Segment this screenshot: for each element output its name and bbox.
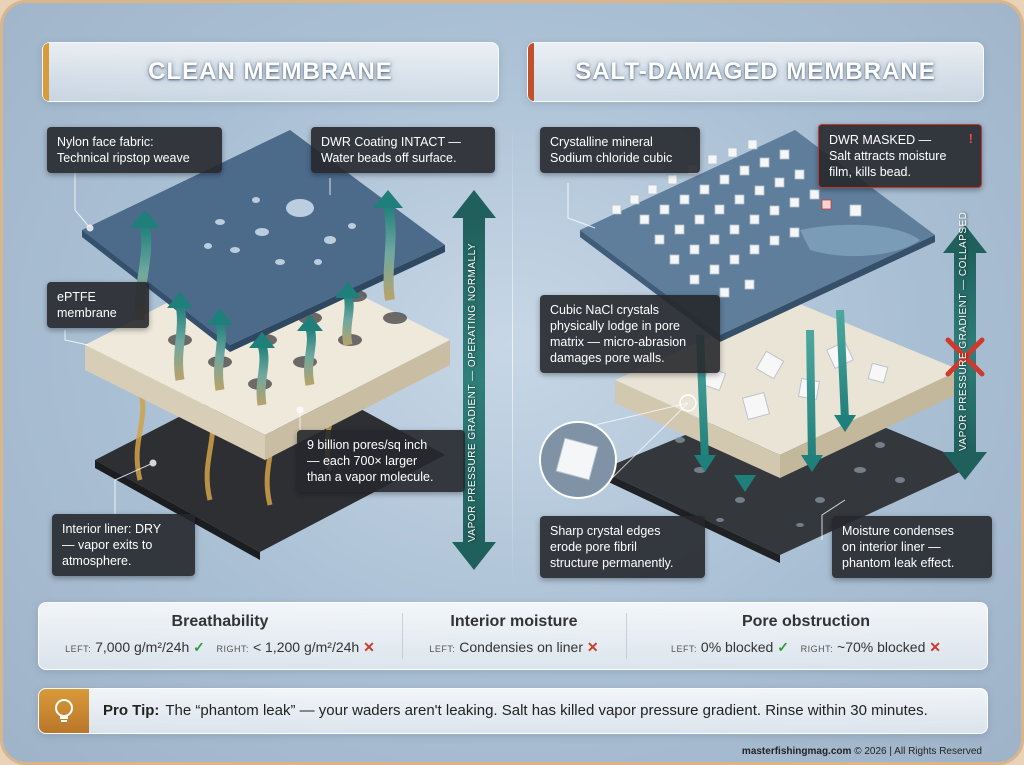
right-value: ~70% blocked (837, 639, 926, 655)
pro-tip-bar: Pro Tip: The “phantom leak” — your waders… (38, 688, 988, 734)
callout-title: DWR MASKED — (829, 133, 932, 147)
callout-line: Sharp crystal edges (550, 524, 661, 538)
callout-interior-liner-dry: Interior liner: DRY — vapor exits to atm… (52, 514, 195, 576)
callout-line: Salt attracts moisture (829, 149, 947, 163)
callout-body: membrane (57, 306, 117, 320)
warning-icon: ! (968, 131, 973, 146)
callout-line: film, kills bead. (829, 165, 911, 179)
callout-moisture-condenses: Moisture condenses on interior liner — p… (832, 516, 992, 578)
callout-title: ePTFE (57, 290, 96, 304)
footer-rights: © 2026 | All Rights Reserved (854, 746, 982, 757)
callout-line: structure permanently. (550, 556, 674, 570)
cross-icon: ✕ (929, 639, 941, 655)
copyright-footer: masterfishingmag.com © 2026 | All Rights… (742, 746, 982, 757)
callout-body: Technical ripstop weave (57, 151, 190, 165)
left-value: 7,000 g/m²/24h (95, 639, 190, 655)
callout-title: Nylon face fabric: (57, 135, 154, 149)
callout-line: erode pore fibril (550, 540, 637, 554)
right-blocked-arrows (694, 309, 856, 492)
callout-line: 9 billion pores/sq inch (307, 438, 428, 452)
callout-pore-count: 9 billion pores/sq inch — each 700× larg… (297, 430, 465, 492)
callout-title: DWR Coating INTACT — (321, 135, 461, 149)
callout-leaders (64, 165, 846, 540)
crystal-magnifier (539, 394, 697, 499)
callout-line: atmosphere. (62, 554, 132, 568)
stat-breathability: Breathability LEFT: 7,000 g/m²/24h ✓ RIG… (39, 603, 401, 669)
left-gradient-label: VAPOR PRESSURE GRADIENT — OPERATING NORM… (467, 242, 478, 542)
callout-eptfe-membrane: ePTFE membrane (47, 282, 149, 328)
stat-heading: Interior moisture (450, 613, 578, 630)
left-value: 0% blocked (700, 639, 774, 655)
stat-values: LEFT: Condensies on liner ✕ (403, 639, 625, 656)
callout-line: on interior liner — (842, 540, 941, 554)
salt-damaged-header: SALT-DAMAGED MEMBRANE (527, 42, 984, 102)
right-gradient-label: VAPOR PRESSURE GRADIENT — COLLAPSED (958, 211, 969, 451)
left-label: LEFT: (429, 644, 456, 654)
callout-line: damages pore walls. (550, 351, 665, 365)
left-value: Condensies on liner (459, 639, 584, 655)
stat-pore-obstruction: Pore obstruction LEFT: 0% blocked ✓ RIGH… (627, 603, 985, 669)
callout-sharp-crystal-edges: Sharp crystal edges erode pore fibril st… (540, 516, 705, 578)
stat-values: LEFT: 7,000 g/m²/24h ✓ RIGHT: < 1,200 g/… (39, 639, 401, 656)
stat-separator (402, 613, 403, 659)
salt-crystals (611, 139, 862, 298)
check-icon: ✓ (777, 639, 789, 655)
stat-values: LEFT: 0% blocked ✓ RIGHT: ~70% blocked ✕ (627, 639, 985, 656)
callout-crystalline-mineral: Crystalline mineral Sodium chloride cubi… (540, 127, 700, 173)
pro-tip-text: Pro Tip: The “phantom leak” — your waders… (103, 702, 928, 719)
callout-nacl-crystals: Cubic NaCl crystals physically lodge in … (540, 295, 720, 373)
clean-membrane-header: CLEAN MEMBRANE (42, 42, 499, 102)
pro-tip-body: The “phantom leak” — your waders aren't … (165, 702, 928, 719)
stat-interior-moisture: Interior moisture LEFT: Condensies on li… (403, 603, 625, 669)
right-label: RIGHT: (216, 644, 250, 654)
left-label: LEFT: (671, 644, 698, 654)
cross-icon: ✕ (363, 639, 375, 655)
callout-line: — each 700× larger (307, 454, 418, 468)
header-accent (43, 43, 49, 101)
left-gradient-arrow (452, 190, 496, 570)
callout-line: phantom leak effect. (842, 556, 955, 570)
right-value: < 1,200 g/m²/24h (252, 639, 360, 655)
right-label: RIGHT: (800, 644, 834, 654)
left-label: LEFT: (65, 644, 92, 654)
comparison-stats-bar: Breathability LEFT: 7,000 g/m²/24h ✓ RIG… (38, 602, 988, 670)
callout-line: Cubic NaCl crystals (550, 303, 660, 317)
callout-line: Moisture condenses (842, 524, 954, 538)
cross-icon: ✕ (586, 639, 599, 655)
callout-line: physically lodge in pore (550, 319, 680, 333)
stat-separator (626, 613, 627, 659)
stat-heading: Breathability (171, 613, 269, 630)
clean-membrane-title: CLEAN MEMBRANE (148, 58, 393, 85)
callout-line: — vapor exits to (62, 538, 153, 552)
lightbulb-icon (39, 689, 89, 733)
stat-heading: Pore obstruction (741, 613, 870, 630)
callout-title: Crystalline mineral (550, 135, 653, 149)
pro-tip-label: Pro Tip: (103, 702, 160, 719)
callout-dwr-masked: ! DWR MASKED — Salt attracts moisture fi… (818, 124, 982, 188)
panel-divider (512, 120, 513, 590)
callout-line: Interior liner: DRY (62, 522, 162, 536)
salt-damaged-title: SALT-DAMAGED MEMBRANE (575, 58, 936, 85)
callout-line: than a vapor molecule. (307, 470, 434, 484)
membrane-diagram (64, 130, 987, 570)
footer-site: masterfishingmag.com (741, 746, 852, 757)
callout-line: matrix — micro-abrasion (550, 335, 687, 349)
callout-body: Water beads off surface. (321, 151, 457, 165)
callout-nylon-face-fabric: Nylon face fabric: Technical ripstop wea… (47, 127, 222, 173)
left-vapor-arrows (130, 190, 403, 406)
callout-dwr-intact: DWR Coating INTACT — Water beads off sur… (311, 127, 495, 173)
right-gradient-arrow (943, 225, 987, 480)
callout-body: Sodium chloride cubic (550, 151, 673, 165)
check-icon: ✓ (193, 639, 205, 655)
header-accent (528, 43, 534, 101)
